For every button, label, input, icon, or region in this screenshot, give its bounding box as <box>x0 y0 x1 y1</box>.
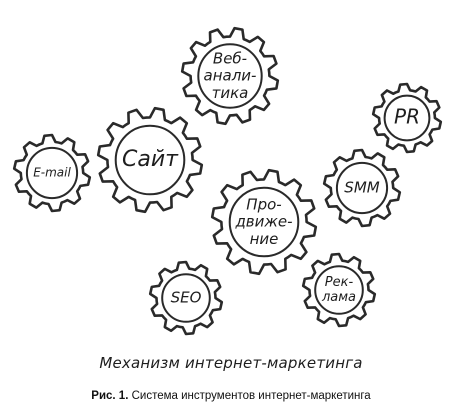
gear-web-analytics: Веб-анали-тика <box>180 26 280 126</box>
gear-inner-ring <box>314 265 364 315</box>
caption-number: Рис. 1. <box>91 390 129 402</box>
gear-label-site: Сайт <box>122 147 179 172</box>
gear-label-seo: SEO <box>171 289 202 307</box>
gear-icon <box>210 168 318 276</box>
diagram-title: Механизм интернет-маркетинга <box>99 354 363 372</box>
gear-icon <box>322 148 402 228</box>
gear-label-web-analytics: анали- <box>204 67 257 85</box>
gear-inner-ring <box>335 161 389 215</box>
gear-inner-ring <box>197 43 263 109</box>
gear-inner-ring <box>161 273 211 323</box>
gear-label-web-analytics: Веб- <box>213 49 247 67</box>
gear-icon <box>148 260 224 336</box>
gear-icon <box>180 26 280 126</box>
figure-caption: Рис. 1. Система инструментов интернет-ма… <box>0 390 462 402</box>
gears-canvas: Веб-анали-тикаСайтE-mailPRSMMПро-движе-н… <box>12 26 443 336</box>
gear-label-pr: PR <box>394 105 420 129</box>
gear-inner-ring <box>383 94 431 142</box>
gear-ads: Рек-лама <box>301 252 377 328</box>
gear-label-smm: SMM <box>344 179 379 197</box>
gear-inner-ring <box>228 186 300 258</box>
caption-text: Система инструментов интернет-маркетинга <box>131 390 371 402</box>
gear-email: E-mail <box>12 133 92 213</box>
gear-label-ads: лама <box>321 290 356 305</box>
gear-label-promotion: движе- <box>234 213 292 231</box>
gear-label-promotion: Про- <box>246 195 281 213</box>
gear-inner-ring <box>114 124 186 196</box>
gear-promotion: Про-движе-ние <box>210 168 318 276</box>
gear-label-web-analytics: тика <box>212 84 249 102</box>
gear-smm: SMM <box>322 148 402 228</box>
gear-icon <box>12 133 92 213</box>
gear-icon <box>301 252 377 328</box>
gear-site: Сайт <box>96 106 204 214</box>
gear-inner-ring <box>25 146 79 200</box>
gear-label-ads: Рек- <box>325 275 354 290</box>
gear-label-promotion: ние <box>250 230 279 248</box>
gear-seo: SEO <box>148 260 224 336</box>
gear-pr: PR <box>371 82 443 154</box>
gear-icon <box>371 82 443 154</box>
gear-icon <box>96 106 204 214</box>
gear-label-email: E-mail <box>33 166 71 180</box>
